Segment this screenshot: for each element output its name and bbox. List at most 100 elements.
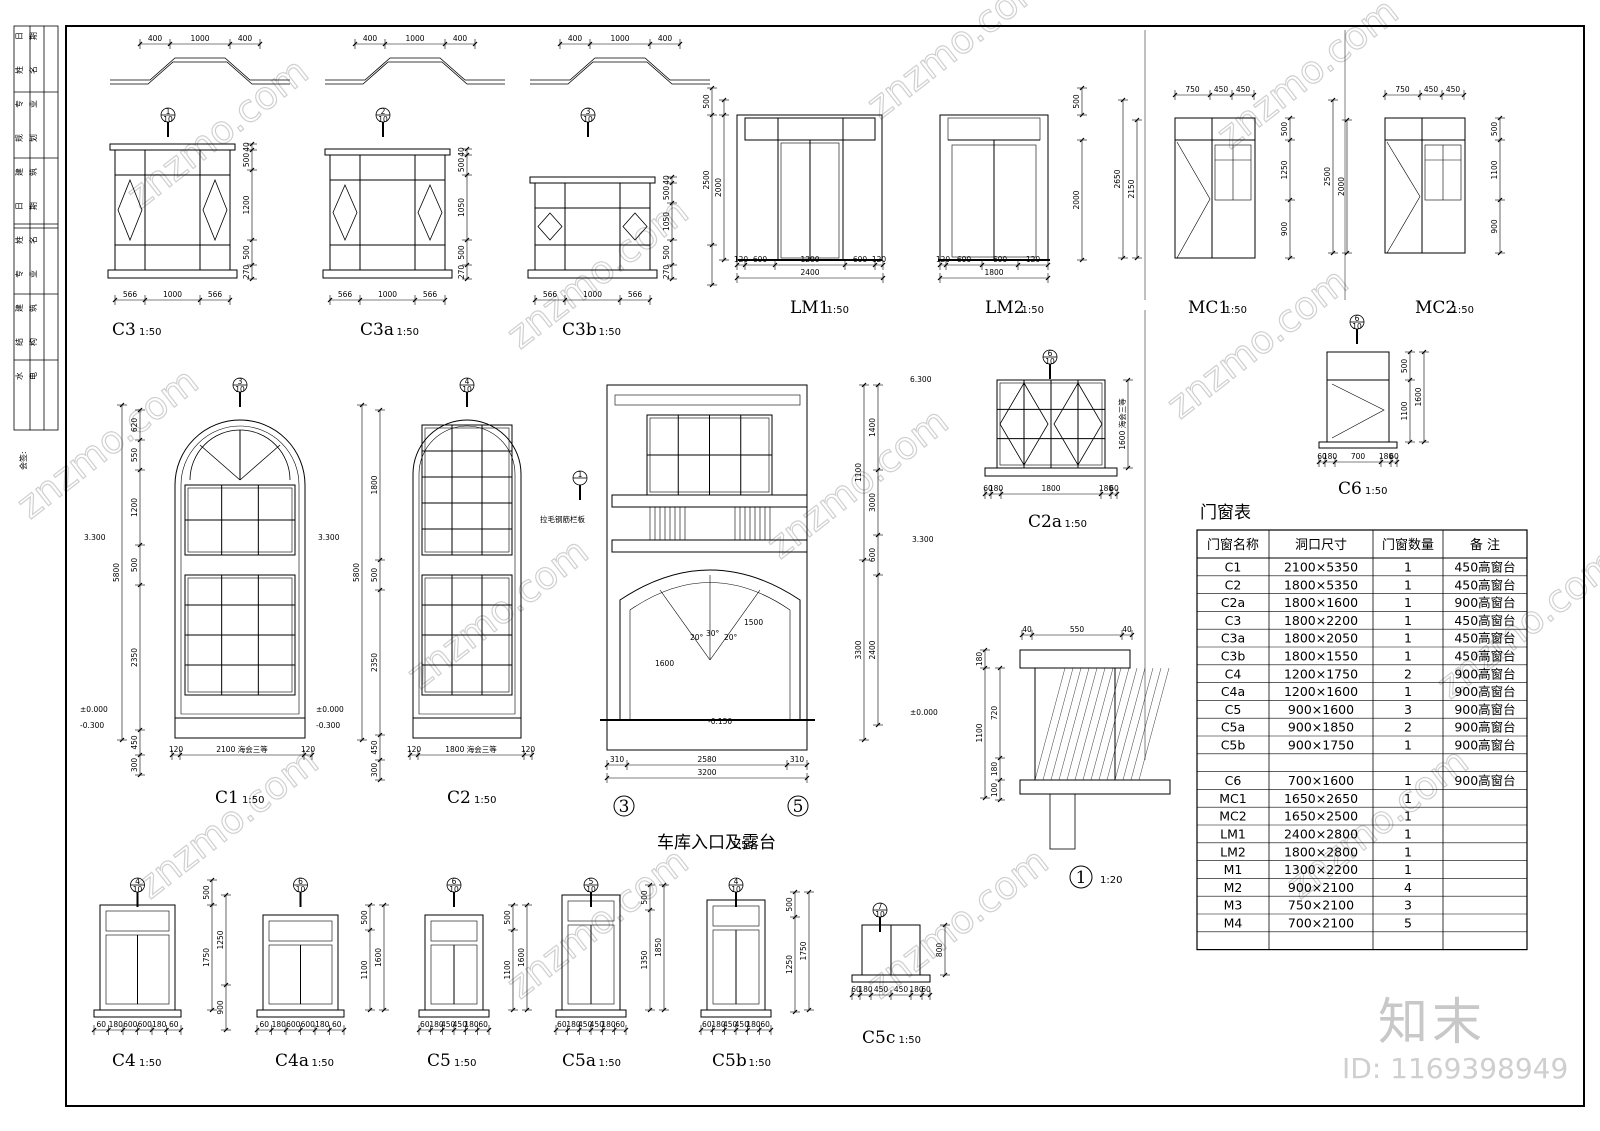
dimension-text: 500	[503, 910, 512, 925]
tag-number: 1	[578, 470, 583, 479]
base-slab	[1019, 779, 1171, 795]
dimension-text: 1100	[975, 723, 984, 742]
dimension-text: 500	[360, 910, 369, 925]
sill	[418, 1009, 490, 1018]
height-dimension	[207, 877, 217, 1013]
height-dimension	[135, 407, 145, 778]
window-frame	[329, 154, 446, 271]
dimension-text: 750	[1185, 85, 1200, 94]
dimension-text: 180	[990, 762, 999, 777]
level-mark: 6.300	[910, 375, 932, 384]
bottom-dimension	[254, 1025, 347, 1035]
dimension-text: 600	[957, 255, 972, 264]
transom-light	[430, 920, 478, 942]
dimension-text: 120	[169, 745, 184, 754]
level-mark: -0.300	[80, 721, 104, 730]
schedule-cell: 450高窗台	[1454, 631, 1515, 646]
side-label: 筑	[28, 168, 38, 176]
height-dimension	[1405, 349, 1415, 445]
schedule-cell: 900高窗台	[1454, 720, 1515, 735]
dimension-text: 720	[990, 706, 999, 721]
side-labels: 日期姓名专业规划建筑日期姓名专业建筑结构水电会签:	[14, 32, 38, 470]
height-dimension	[365, 902, 375, 1013]
schedule-cell: 450高窗台	[1454, 560, 1515, 575]
dimension-text: 180	[566, 1020, 581, 1029]
dimension-text: 60	[96, 1020, 106, 1029]
side-label: 水	[14, 372, 24, 380]
bottom-dimension	[604, 760, 810, 770]
dimension-text: 2000	[1337, 177, 1346, 196]
sill	[256, 1009, 345, 1018]
height-dimension	[1328, 97, 1338, 256]
dimension-text: 1050	[457, 198, 466, 217]
tag-number: 1	[166, 107, 171, 116]
side-label: 筑	[28, 304, 38, 312]
schedule-cell: 1800×5350	[1284, 577, 1358, 592]
dimension-text: 1100	[503, 960, 512, 979]
dimension-text: 2500	[702, 170, 711, 189]
dimension-text: 2400	[868, 640, 877, 659]
dimension-text: 60	[1109, 484, 1119, 493]
dimension-text: 3000	[868, 493, 877, 512]
side-label: 划	[28, 134, 38, 142]
bottom-dimension	[327, 295, 448, 305]
bottom-dimension	[91, 1025, 184, 1035]
element-scale-C5c: 1:50	[899, 1035, 921, 1046]
dimension-text: 310	[610, 755, 625, 764]
element-title-C4: C4	[112, 1051, 136, 1071]
sill	[984, 467, 1118, 477]
tag-number: 3	[238, 377, 243, 386]
dimension-text: 1050	[662, 212, 671, 231]
dimension-text: 450	[130, 735, 139, 750]
bottom-dimension	[416, 1025, 492, 1035]
dimension-text: 5800	[352, 563, 361, 582]
side-label: 姓	[14, 66, 24, 74]
dimension-text: 60	[760, 1020, 770, 1029]
section-tag	[1042, 349, 1058, 379]
diamond-mullion	[332, 183, 358, 242]
dimension-text: 500	[370, 568, 379, 583]
schedule-cell: 750×2100	[1288, 898, 1354, 913]
total-dimension	[604, 773, 810, 783]
tag-sheet: 10	[731, 885, 741, 894]
dimension-text: 60	[478, 1020, 488, 1029]
dimension-text: 270	[457, 265, 466, 280]
dimension-text: 1100	[1490, 160, 1499, 179]
sill-base	[174, 717, 306, 739]
tag-sheet: 10	[296, 885, 306, 894]
schedule-cell: 900高窗台	[1454, 702, 1515, 717]
dimension-text: 566	[208, 290, 223, 299]
watermark-text: znzmo.com	[128, 739, 326, 907]
bay-top-dimension	[557, 39, 683, 49]
sill	[555, 1009, 627, 1018]
dimension-text: 300	[370, 763, 379, 778]
schedule-cell: C5b	[1221, 738, 1246, 753]
schedule-cell: C1	[1225, 560, 1242, 575]
transom-light	[268, 920, 333, 942]
schedule-cell: C6	[1225, 773, 1242, 788]
side-label: 构	[28, 338, 38, 346]
element-scale-LM2: 1:50	[1022, 305, 1044, 316]
dimension-text: 1100	[360, 960, 369, 979]
arched-frame	[174, 419, 306, 719]
dimension-text: 620	[130, 418, 139, 433]
height-dimension	[1342, 117, 1352, 256]
dimension-text: 60	[169, 1020, 179, 1029]
schedule-cell: 3	[1404, 898, 1412, 913]
transom-light	[567, 900, 615, 922]
dimension-text: 1000	[163, 290, 182, 299]
dimension-text: 2500	[1323, 167, 1332, 186]
element-title-LM2: LM2	[985, 298, 1025, 318]
dimension-text: 1000	[610, 34, 629, 43]
schedule-cell: 450高窗台	[1454, 649, 1515, 664]
element-scale-C4: 1:50	[139, 1058, 161, 1069]
arched-frame	[412, 419, 522, 719]
dimension-text: 40	[457, 147, 466, 157]
element-scale-C3b: 1:50	[599, 327, 621, 338]
schedule-cell: 1	[1404, 595, 1412, 610]
dimension-text: 500	[702, 94, 711, 109]
section-tag	[160, 107, 176, 137]
arch-angle: 20°	[690, 633, 704, 642]
dimension-text: 180	[989, 484, 1004, 493]
